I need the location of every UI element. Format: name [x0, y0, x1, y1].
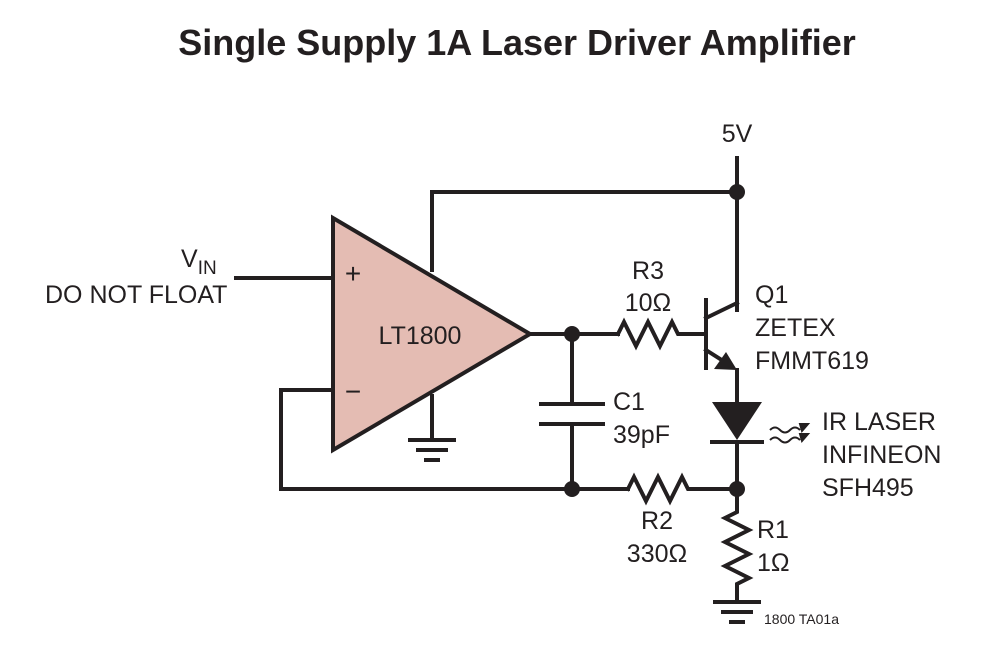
q1-maker: ZETEX	[755, 314, 836, 342]
laser-maker: INFINEON	[822, 441, 941, 469]
r2-name: R2	[641, 507, 673, 535]
vin-note: DO NOT FLOAT	[45, 281, 227, 309]
opamp-body	[331, 214, 534, 454]
supply-junction	[729, 184, 745, 200]
vin-label: VIN	[181, 245, 217, 279]
q1-name: Q1	[755, 281, 788, 309]
r1-ground-symbol	[713, 600, 761, 624]
opamp-minus-sign: −	[345, 376, 361, 407]
feedback-junction	[564, 481, 580, 497]
opamp-plus-sign: +	[345, 258, 361, 289]
laser-diode	[710, 402, 764, 491]
opamp-label: LT1800	[379, 322, 462, 350]
diagram-title: Single Supply 1A Laser Driver Amplifier	[178, 22, 856, 63]
laser-part: SFH495	[822, 474, 914, 502]
feedback-wire	[279, 388, 630, 491]
r1-resistor	[720, 487, 754, 602]
q1-transistor	[703, 298, 740, 402]
r2-value: 330Ω	[627, 540, 687, 568]
r3-resistor	[615, 317, 706, 351]
supply-label: 5V	[722, 120, 753, 148]
r2-resistor	[625, 472, 739, 506]
opamp-supply-wire	[430, 190, 739, 272]
laser-type: IR LASER	[822, 408, 936, 436]
c1-value: 39pF	[613, 421, 670, 449]
r3-name: R3	[632, 257, 664, 285]
c1-name: C1	[613, 388, 645, 416]
r3-value: 10Ω	[625, 289, 672, 317]
figure-id: 1800 TA01a	[764, 611, 839, 627]
r1-value: 1Ω	[757, 549, 790, 577]
r1-name: R1	[757, 516, 789, 544]
opamp-ground-symbol	[408, 438, 456, 462]
q1-part: FMMT619	[755, 347, 869, 375]
light-emission-icon	[769, 423, 811, 444]
